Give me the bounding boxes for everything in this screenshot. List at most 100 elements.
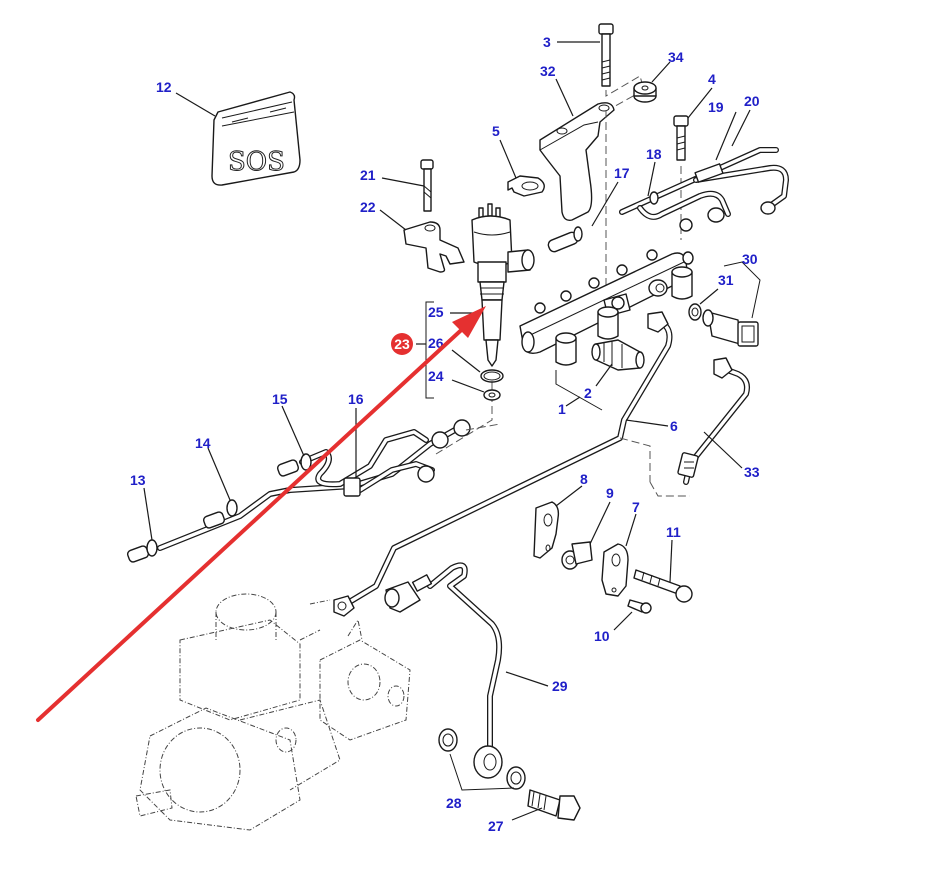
label-10[interactable]: 10 (594, 628, 610, 644)
label-18[interactable]: 18 (646, 146, 662, 162)
leader-14 (207, 447, 231, 501)
part-21-bolt[interactable] (420, 159, 434, 212)
part-17-20-leakoff-line[interactable] (619, 147, 789, 232)
part-3-bolt[interactable] (598, 23, 614, 87)
leader-12 (175, 92, 216, 117)
part-9-bushing[interactable] (561, 541, 593, 570)
label-14[interactable]: 14 (195, 435, 211, 451)
label-29[interactable]: 29 (552, 678, 568, 694)
rail-spacer[interactable] (555, 332, 577, 366)
leader-24 (451, 379, 485, 393)
part-32-bracket[interactable] (539, 102, 615, 222)
part-22-clamp-fork[interactable] (403, 221, 465, 273)
group-bracket-23 (425, 301, 434, 399)
leader-33 (703, 431, 743, 469)
leader-13 (143, 487, 153, 541)
label-26[interactable]: 26 (428, 335, 444, 351)
leader-31 (699, 288, 719, 305)
leader-22 (379, 209, 407, 231)
leader-17 (591, 181, 619, 227)
label-32[interactable]: 32 (540, 63, 556, 79)
label-17[interactable]: 17 (614, 165, 630, 181)
label-16[interactable]: 16 (348, 391, 364, 407)
label-25[interactable]: 25 (428, 304, 444, 320)
label-24[interactable]: 24 (428, 368, 444, 384)
leader-19 (715, 111, 737, 161)
o-ring-inner (483, 371, 501, 381)
alignment-line (649, 481, 690, 497)
leader-7 (625, 513, 637, 547)
label-34[interactable]: 34 (668, 49, 684, 65)
part-28-washer[interactable] (438, 728, 458, 752)
part-6-pipe[interactable] (333, 311, 673, 617)
label-8[interactable]: 8 (580, 471, 588, 487)
part-13-16-injection-lines[interactable] (126, 419, 471, 563)
leader-2 (595, 363, 613, 387)
part-31-sealing-ring[interactable] (688, 303, 702, 321)
label-2[interactable]: 2 (584, 385, 592, 401)
label-33[interactable]: 33 (744, 464, 760, 480)
part-28-washer[interactable] (506, 766, 526, 790)
label-19[interactable]: 19 (708, 99, 724, 115)
part-27-banjo-bolt[interactable] (527, 789, 581, 821)
leader-5 (499, 139, 517, 179)
part-33-pipe[interactable] (677, 357, 750, 485)
leader-21 (381, 177, 425, 187)
part-10-screw[interactable] (627, 599, 652, 614)
label-28[interactable]: 28 (446, 795, 462, 811)
label-3[interactable]: 3 (543, 34, 551, 50)
part-17-connector[interactable] (547, 226, 583, 253)
group-bracket-1 (555, 370, 603, 411)
rail-nut[interactable] (648, 279, 668, 297)
highlight-arrow (36, 306, 486, 722)
label-1[interactable]: 1 (558, 401, 566, 417)
label-20[interactable]: 20 (744, 93, 760, 109)
label-13[interactable]: 13 (130, 472, 146, 488)
alignment-line (435, 370, 493, 455)
group-bracket-28 (449, 753, 515, 791)
part-7-bracket[interactable] (601, 543, 629, 597)
part-30-pressure-sensor[interactable] (702, 309, 759, 347)
label-27[interactable]: 27 (488, 818, 504, 834)
part-23-injector[interactable] (471, 203, 535, 367)
part-11-bolt[interactable] (633, 569, 693, 603)
leader-4 (687, 87, 713, 119)
part-8-bracket[interactable] (533, 501, 560, 559)
rail-spacer[interactable] (671, 266, 693, 300)
part-4-bolt[interactable] (673, 115, 689, 161)
label-6[interactable]: 6 (670, 418, 678, 434)
injection-pump[interactable] (135, 593, 411, 831)
leader-9 (589, 501, 611, 545)
bag-print: SOS (228, 147, 285, 177)
leader-11 (669, 539, 673, 583)
group-bracket-30 (723, 261, 761, 319)
leader-29 (505, 671, 549, 687)
part-24-washer[interactable] (483, 389, 501, 401)
part-12-seal-kit-bag[interactable]: SOS (211, 91, 301, 186)
part-2-pressure-valve[interactable] (591, 339, 645, 371)
label-5[interactable]: 5 (492, 123, 500, 139)
part-34-spacer[interactable] (633, 81, 657, 103)
leader-34 (651, 61, 671, 83)
rail-spacer[interactable] (597, 306, 619, 340)
leader-15 (281, 405, 305, 457)
part-5-clamp[interactable] (507, 175, 545, 197)
label-15[interactable]: 15 (272, 391, 288, 407)
label-7[interactable]: 7 (632, 499, 640, 515)
label-9[interactable]: 9 (606, 485, 614, 501)
highlight-badge-23[interactable]: 23 (391, 333, 413, 355)
label-22[interactable]: 22 (360, 199, 376, 215)
label-23: 23 (394, 336, 410, 352)
leader-6 (625, 419, 669, 427)
leader-18 (647, 161, 656, 197)
label-12[interactable]: 12 (156, 79, 172, 95)
label-30[interactable]: 30 (742, 251, 758, 267)
leader-27 (511, 807, 543, 821)
label-4[interactable]: 4 (708, 71, 716, 87)
part-29-banjo-pipe[interactable] (384, 562, 503, 779)
label-21[interactable]: 21 (360, 167, 376, 183)
label-31[interactable]: 31 (718, 272, 734, 288)
label-11[interactable]: 11 (666, 524, 681, 540)
alignment-line (619, 437, 651, 482)
